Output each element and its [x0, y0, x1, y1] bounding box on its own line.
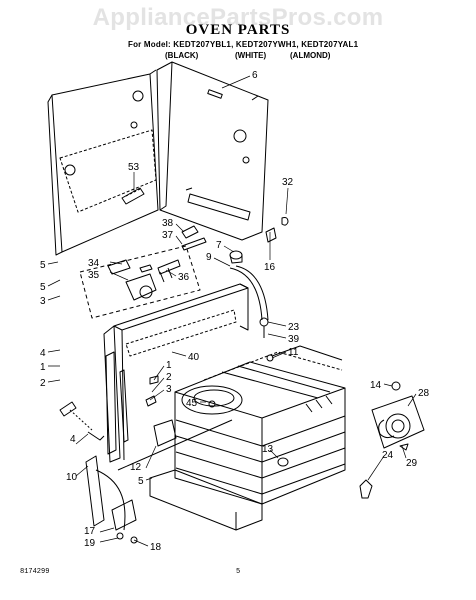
callout-16: 16	[264, 262, 276, 273]
callout-5: 5	[138, 476, 144, 487]
page-number: 5	[236, 568, 241, 576]
callout-23: 23	[288, 322, 300, 333]
callout-labels: 6 53 32 38 37 7 9 16 34 35 36 23 39 11 4…	[40, 70, 430, 553]
callout-38: 38	[162, 218, 174, 229]
page-title: OVEN PARTS	[185, 22, 291, 38]
frame-bracket	[105, 351, 177, 455]
hinge-assembly	[59, 401, 138, 544]
callout-13: 13	[262, 444, 274, 455]
edge-callout-1: 1	[40, 362, 46, 373]
terminal-block	[121, 187, 145, 205]
callout-36: 36	[178, 272, 190, 283]
callout-7: 7	[216, 240, 222, 251]
callout-3: 3	[166, 384, 172, 395]
callout-29: 29	[406, 458, 418, 469]
callout-1: 1	[166, 360, 172, 371]
cavity-top	[266, 345, 343, 362]
edge-leaders	[47, 261, 61, 383]
callout-11: 11	[288, 347, 299, 358]
model-line: For Model: KEDT207YBL1, KEDT207YWH1, KED…	[128, 40, 359, 49]
burner-45	[181, 385, 243, 415]
footer-code: 8174299	[20, 568, 50, 576]
leader-lines	[75, 75, 417, 547]
callout-19: 19	[84, 538, 96, 549]
callout-32: 32	[282, 177, 294, 188]
edge-callout-4: 4	[40, 348, 46, 359]
callout-10: 10	[66, 472, 78, 483]
bracket-16	[265, 227, 277, 243]
callout-18: 18	[150, 542, 162, 553]
color-almond: (ALMOND)	[290, 51, 331, 60]
color-black: (BLACK)	[165, 51, 199, 60]
edge-callout-5b: 5	[40, 282, 46, 293]
callout-17: 17	[84, 526, 96, 537]
right-parts	[359, 381, 425, 499]
callout-14: 14	[370, 380, 382, 391]
callout-28: 28	[418, 388, 430, 399]
clip-32	[281, 217, 289, 226]
callout-45: 45	[186, 398, 198, 409]
watermark: AppliancePartsPros.com	[92, 4, 384, 31]
callout-4: 4	[70, 434, 76, 445]
rear-panel	[156, 61, 269, 241]
vent-tube	[229, 265, 269, 338]
callout-12: 12	[130, 462, 142, 473]
foot-13	[277, 457, 289, 467]
side-panel	[47, 69, 159, 256]
callout-37: 37	[162, 230, 174, 241]
front-frame	[103, 283, 249, 471]
callout-53: 53	[128, 162, 140, 173]
callout-34: 34	[88, 258, 100, 269]
edge-callout-2: 2	[40, 378, 46, 389]
cylinder-7	[229, 250, 243, 264]
callout-6: 6	[252, 70, 258, 81]
callout-40: 40	[188, 352, 200, 363]
part-37-38	[181, 225, 207, 251]
callout-2: 2	[166, 372, 172, 383]
oven-cavity	[149, 351, 346, 531]
callout-35: 35	[88, 270, 100, 281]
callout-9: 9	[206, 252, 212, 263]
edge-callout-3: 3	[40, 296, 46, 307]
switch-assembly	[79, 245, 201, 319]
callout-39: 39	[288, 334, 300, 345]
callout-24: 24	[382, 450, 394, 461]
edge-callout-5a: 5	[40, 260, 46, 271]
color-white: (WHITE)	[235, 51, 267, 60]
